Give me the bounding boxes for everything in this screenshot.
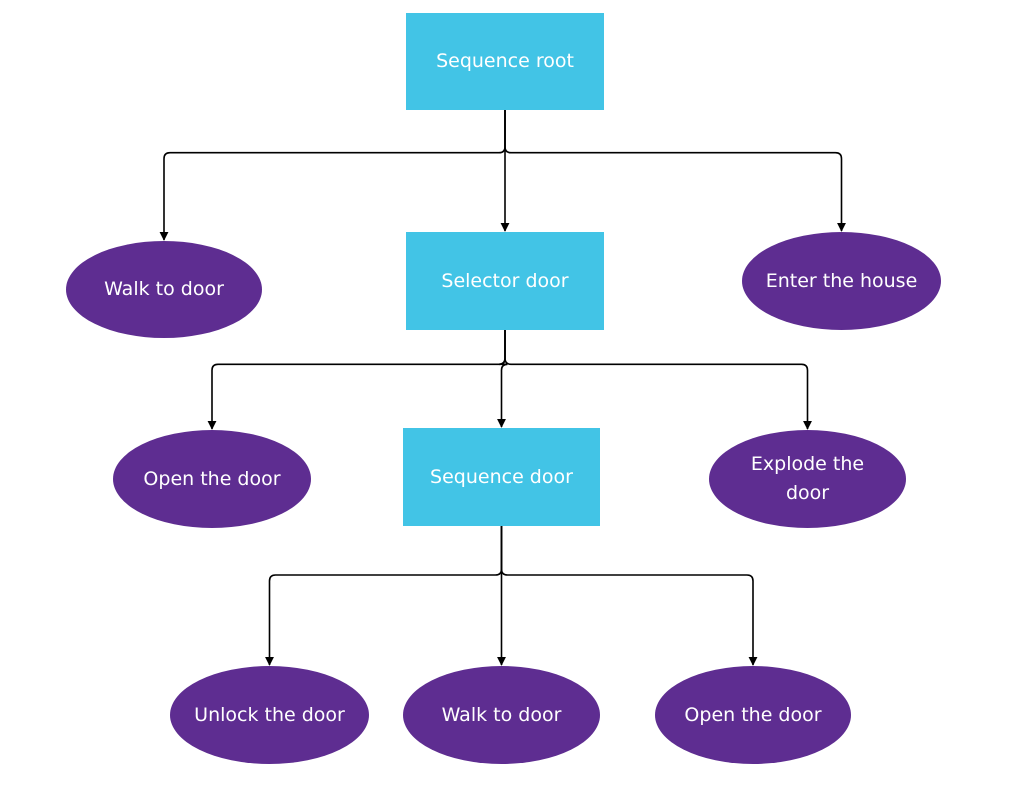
walk-to-door-node: Walk to door: [403, 666, 600, 764]
connector-arrow-sequence_root-to-enter_the_house: [504, 110, 846, 232]
selector-door-label: Selector door: [441, 269, 569, 292]
walk-to-door-node: Walk to door: [66, 241, 262, 338]
sequence-root-label: Sequence root: [436, 50, 574, 72]
sequence-root-node: Sequence root: [406, 13, 604, 110]
walk-to-door-label: Walk to door: [104, 278, 224, 300]
unlock-the-door-label: Unlock the door: [194, 703, 345, 726]
connector-arrow-selector_door-to-open_the_door_1: [207, 330, 506, 430]
sequence-door-label: Sequence door: [430, 465, 573, 488]
unlock-the-door-node: Unlock the door: [170, 666, 369, 764]
connector-arrow-sequence_door-to-open_the_door_2: [500, 526, 758, 666]
enter-the-house-label: Enter the house: [765, 269, 918, 292]
open-the-door-node: Open the door: [655, 666, 851, 764]
open-the-door-label: Open the door: [684, 703, 822, 726]
open-the-door-label: Open the door: [143, 467, 281, 490]
sequence-door-node: Sequence door: [403, 428, 600, 526]
selector-door-node: Selector door: [406, 232, 604, 330]
connector-arrow-sequence_root-to-walk_to_door_1: [159, 110, 506, 241]
connector-arrow-selector_door-to-explode_the_door: [504, 330, 812, 430]
enter-the-house-node: Enter the house: [742, 232, 941, 330]
explode-the-door-node: Explode the door: [709, 430, 906, 528]
connector-arrow-selector_door-to-sequence_door: [497, 330, 508, 428]
explode-the-door-label: Explode the door: [750, 453, 865, 504]
open-the-door-node: Open the door: [113, 430, 311, 528]
connector-arrow-sequence_door-to-unlock_the_door: [265, 526, 503, 666]
walk-to-door-label: Walk to door: [441, 703, 562, 726]
